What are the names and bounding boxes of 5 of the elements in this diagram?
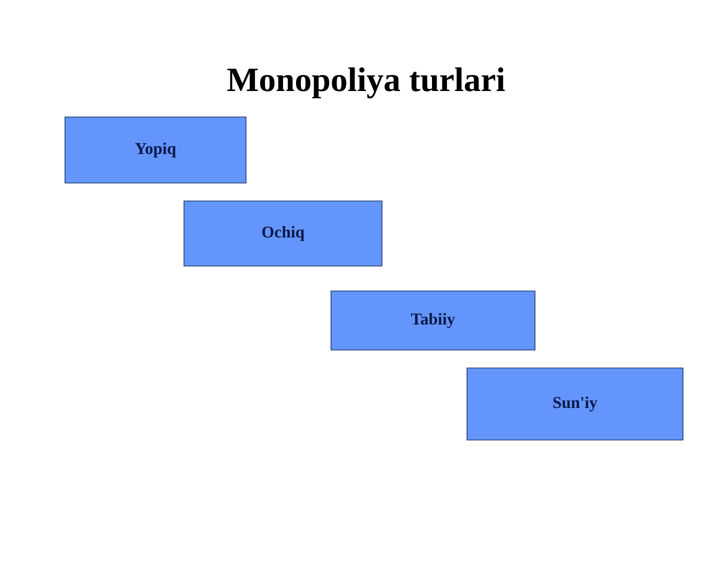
box: Sun'iy [466,368,684,440]
box: Yopiq [64,116,246,184]
box: Tabiiy [330,290,536,350]
title: Monopoliya turlari [227,67,505,98]
box: Ochiq [184,200,382,266]
